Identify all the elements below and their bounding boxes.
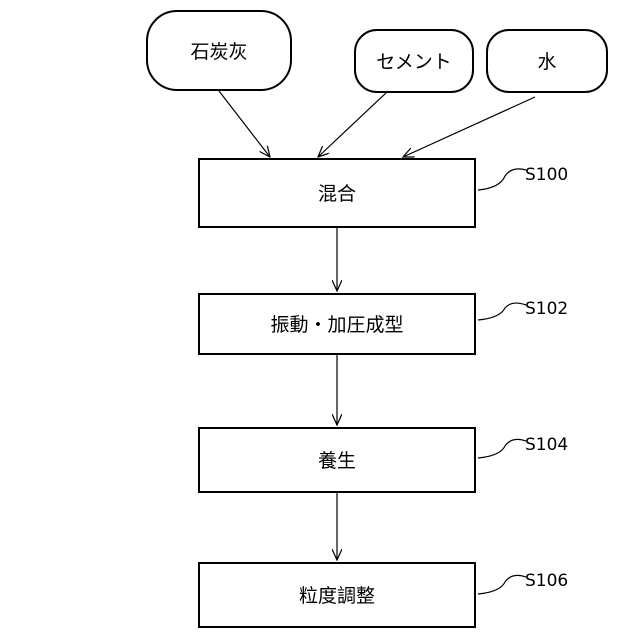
step-mixing: 混合	[199, 159, 475, 227]
arrow-cement-to-mix	[318, 92, 387, 157]
step-id-s100: S100	[525, 165, 568, 185]
arrow-coal-ash-to-mix	[219, 91, 270, 157]
step-mixing-label: 混合	[318, 183, 356, 205]
input-cement-label: セメント	[376, 51, 452, 73]
step-id-leader-s104	[478, 439, 526, 458]
step-id-leader-s100	[478, 169, 526, 190]
step-grading: 粒度調整	[199, 563, 475, 627]
step-id-s106: S106	[525, 571, 568, 591]
step-id-s102: S102	[525, 299, 568, 319]
step-molding-label: 振動・加圧成型	[270, 314, 403, 336]
step-id-leader-s106	[478, 575, 526, 594]
step-id-s104: S104	[525, 435, 568, 455]
input-coal-ash: 石炭灰	[147, 11, 291, 90]
input-cement: セメント	[355, 30, 473, 92]
step-curing-label: 養生	[318, 450, 356, 472]
step-id-leader-s102	[478, 303, 526, 320]
input-water-label: 水	[537, 51, 556, 73]
input-coal-ash-label: 石炭灰	[190, 41, 247, 63]
step-molding: 振動・加圧成型	[199, 294, 475, 354]
step-curing: 養生	[199, 428, 475, 492]
step-grading-label: 粒度調整	[299, 585, 375, 607]
input-water: 水	[487, 30, 607, 92]
arrow-water-to-mix	[403, 97, 535, 157]
